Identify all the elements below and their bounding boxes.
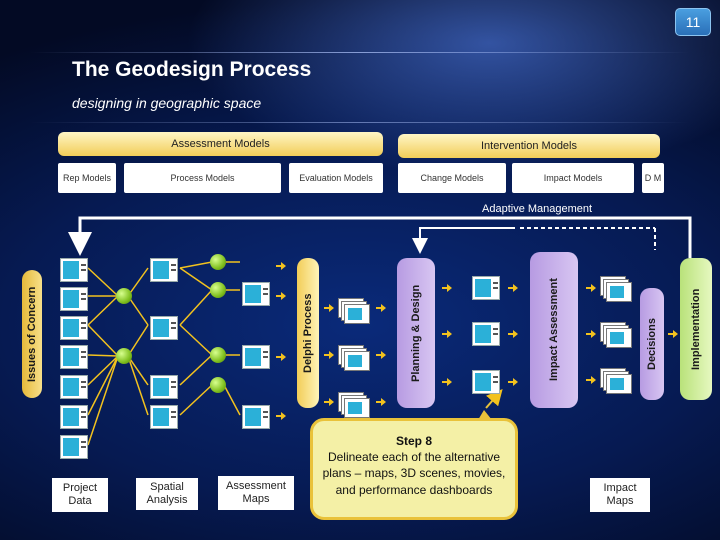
flow-arrow-icon [508,330,518,338]
flow-arrow-icon [324,351,334,359]
evaluation-node-icon [210,282,226,298]
flow-arrow-icon [442,284,452,292]
step-callout: Step 8 Delineate each of the alternative… [310,418,518,520]
intervention-models-bar: Intervention Models [398,134,660,158]
delphi-stack-icon [338,345,370,373]
evaluation-node-icon [210,254,226,270]
issue-icon [60,316,88,340]
flow-arrow-icon [442,330,452,338]
flow-arrow-icon [324,398,334,406]
analysis-icon [150,375,178,399]
issue-icon [60,405,88,429]
callout-heading: Step 8 [395,434,432,448]
impact-stack-icon [600,368,632,396]
spatial-analysis-label: Spatial Analysis [136,478,198,510]
title-rule [30,52,690,53]
issue-icon [60,287,88,311]
delphi-stack-icon [338,392,370,420]
process-models-cell: Process Models [124,163,281,193]
assessment-maps-label: Assessment Maps [218,476,294,510]
impact-maps-label: Impact Maps [590,478,650,512]
rep-models-cell: Rep Models [58,163,116,193]
flow-arrow-icon [586,376,596,384]
issues-of-concern-bar: Issues of Concern [22,270,42,398]
flow-arrow-icon [276,262,286,270]
flow-arrow-icon [376,304,386,312]
flow-arrow-icon [276,353,286,361]
subtitle-rule [30,122,690,123]
analysis-icon [150,258,178,282]
plan-icon [472,276,500,300]
callout-body: Delineate each of the alternative plans … [322,450,506,497]
assessment-models-bar: Assessment Models [58,132,383,156]
planning-design-bar: Planning & Design [397,258,435,408]
impact-models-cell: Impact Models [512,163,634,193]
assessment-map-icon [242,345,270,369]
issue-icon [60,435,88,459]
impact-assessment-bar: Impact Assessment [530,252,578,408]
evaluation-node-icon [210,377,226,393]
flow-arrow-icon [376,398,386,406]
flow-arrow-icon [276,292,286,300]
analysis-icon [150,405,178,429]
flow-arrow-icon [376,351,386,359]
flow-arrow-icon [276,412,286,420]
dm-cell: D M [642,163,664,193]
flow-arrow-icon [508,284,518,292]
adaptive-management-label: Adaptive Management [482,203,593,215]
evaluation-models-cell: Evaluation Models [289,163,383,193]
evaluation-node-icon [210,347,226,363]
delphi-stack-icon [338,298,370,326]
flow-arrow-icon [668,330,678,338]
process-node-icon [116,348,132,364]
change-models-cell: Change Models [398,163,506,193]
flow-arrow-icon [586,284,596,292]
impact-stack-icon [600,322,632,350]
decisions-bar: Decisions [640,288,664,400]
flow-arrow-icon [586,330,596,338]
issue-icon [60,258,88,282]
analysis-icon [150,316,178,340]
impact-stack-icon [600,276,632,304]
process-node-icon [116,288,132,304]
issue-icon [60,345,88,369]
page-title: The Geodesign Process [72,58,312,81]
project-data-label: Project Data [52,478,108,512]
plan-icon [472,370,500,394]
delphi-process-bar: Delphi Process [297,258,319,408]
flow-arrow-icon [442,378,452,386]
issue-icon [60,375,88,399]
assessment-map-icon [242,282,270,306]
plan-icon [472,322,500,346]
page-subtitle: designing in geographic space [72,95,262,111]
assessment-map-icon [242,405,270,429]
implementation-bar: Implementation [680,258,712,400]
flow-arrow-icon [508,378,518,386]
flow-arrow-icon [324,304,334,312]
slide-number: 11 [675,8,711,36]
